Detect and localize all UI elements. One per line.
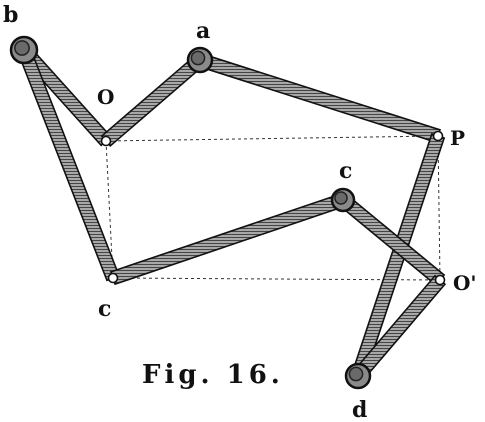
label-b: b (3, 2, 18, 28)
linkage-bars (16, 44, 447, 382)
label-O-prime: O' (453, 271, 477, 295)
bar-a-P (197, 52, 441, 144)
bar-b-c (16, 46, 121, 282)
label-a: a (196, 18, 210, 44)
joint-c-lower (107, 272, 119, 284)
joint-O-prime (434, 274, 446, 286)
joint-d (344, 362, 372, 390)
bar-O-a (100, 53, 206, 148)
linkage-joints (9, 35, 446, 390)
bar-P-d (350, 132, 446, 380)
label-O: O (97, 85, 114, 109)
joint-a (186, 46, 214, 74)
joint-b (9, 35, 39, 65)
dotted-line-O-P (105, 135, 439, 142)
joint-P (432, 130, 444, 142)
dotted-line-P-Oprime (437, 135, 441, 281)
joint-O (100, 135, 112, 147)
bar-c-c (109, 192, 347, 286)
label-d: d (352, 397, 367, 422)
joint-c-upper (330, 187, 356, 213)
figure-caption: Fig. 16. (142, 360, 284, 390)
label-P: P (450, 126, 465, 150)
label-c-lower: c (98, 296, 111, 322)
label-c-upper: c (339, 158, 352, 184)
